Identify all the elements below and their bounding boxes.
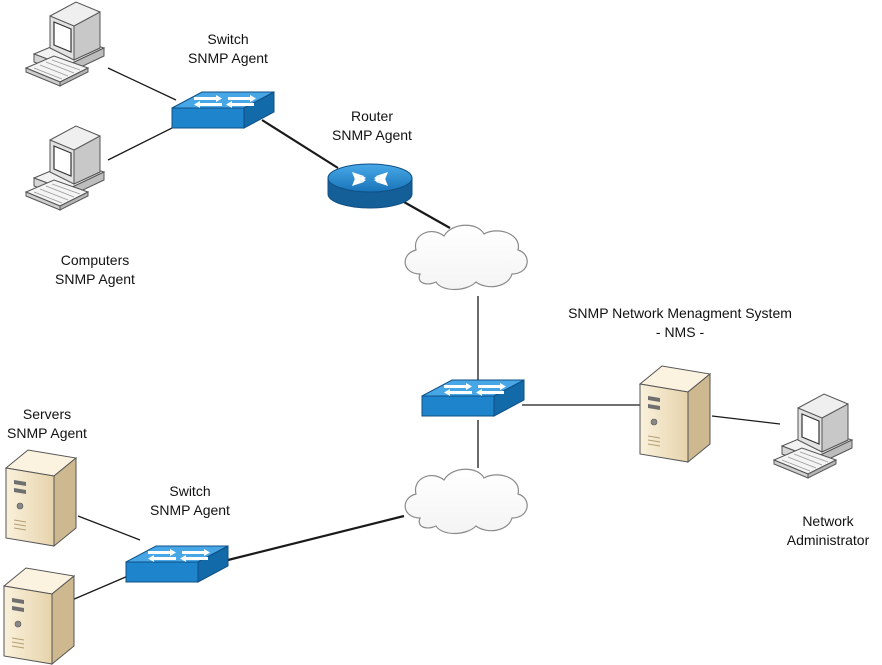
cable-switch-router	[261, 119, 339, 169]
tower-server-icon	[5, 449, 77, 547]
cable-server2-switch	[71, 575, 129, 601]
servers-label: Servers SNMP Agent	[7, 406, 87, 441]
network-cloud-icon	[404, 468, 528, 535]
cable-server1-switch	[77, 515, 141, 541]
network-switch-icon	[421, 379, 525, 417]
desktop-computer-icon	[773, 393, 853, 479]
desktop-computer-icon	[25, 1, 105, 87]
network-cables	[71, 67, 781, 601]
router-label: Router SNMP Agent	[332, 108, 412, 143]
network-switch-icon	[125, 545, 229, 583]
tower-server-icon	[3, 567, 75, 665]
cable-cloud-switch-bottom	[227, 514, 405, 562]
nms-label: SNMP Network Menagment System - NMS -	[568, 305, 792, 340]
cable-nms-admin	[711, 415, 781, 425]
network-switch-icon	[171, 91, 275, 129]
cable-pc1-switch	[107, 67, 177, 101]
cable-pc2-switch	[107, 125, 177, 161]
desktop-computer-icon	[25, 125, 105, 211]
switch-bottom-label: Switch SNMP Agent	[150, 483, 230, 518]
cable-router-cloud	[403, 201, 451, 229]
computers-label: Computers SNMP Agent	[55, 252, 135, 287]
switch-top-label: Switch SNMP Agent	[188, 31, 268, 66]
router-icon	[327, 163, 413, 209]
admin-label: Network Administrator	[786, 513, 870, 548]
network-cloud-icon	[404, 224, 528, 291]
tower-server-icon	[639, 365, 711, 463]
